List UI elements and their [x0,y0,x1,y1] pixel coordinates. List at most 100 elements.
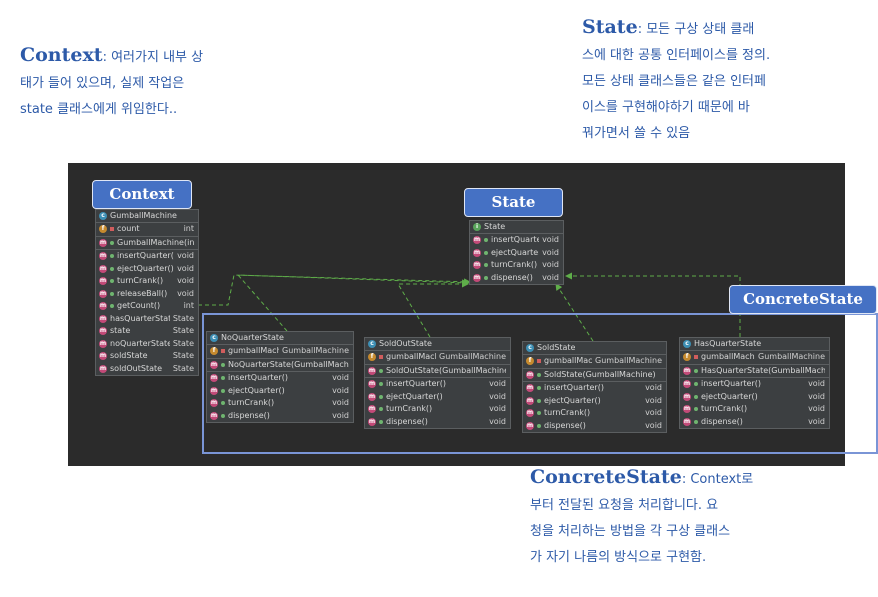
public-icon [484,275,488,280]
private-icon [694,355,698,360]
public-icon [484,238,488,243]
method-icon: m [368,417,376,426]
method-icon: m [683,380,691,389]
class-icon: c [683,340,691,348]
public-icon [110,254,114,259]
public-icon [221,401,225,406]
private-icon [379,355,383,360]
class-name: SoldState [537,343,576,352]
method-icon: m [473,273,481,282]
field-icon: f [99,225,107,234]
method-icon: m [683,366,691,375]
public-icon [694,382,698,387]
public-icon [537,398,541,403]
public-icon [221,413,225,418]
public-icon [110,304,114,309]
class-name: HasQuarterState [694,339,762,348]
method-icon: m [526,396,534,405]
method-icon: m [473,248,481,257]
public-icon [379,419,383,424]
public-icon [221,388,225,393]
class-icon: c [99,212,107,220]
gumball-state-dependency [198,274,471,306]
field-row: fgumballMachineGumballMachine [680,351,829,364]
public-icon [221,362,225,367]
field-row: fgumballMachineGumballMachine [365,351,510,364]
public-icon [379,394,383,399]
state-note-body: : 모든 구상 상태 클래 스에 대한 공통 인터페이스를 정의. 모든 상태 … [582,22,771,141]
state-note-title: State [582,16,638,38]
public-icon [484,250,488,255]
class-name: GumballMachine [110,211,177,220]
field-row: fgumballMachineGumballMachine [207,345,353,358]
class-name: SoldOutState [379,339,432,348]
method-icon: m [210,411,218,420]
field-icon: f [210,347,218,356]
method-icon: m [210,374,218,383]
public-icon [694,407,698,412]
method-icon: m [99,339,107,348]
method-icon: m [99,314,107,323]
method-icon: m [368,392,376,401]
private-icon [110,227,114,232]
method-icon: m [99,352,107,361]
method-icon: m [99,327,107,336]
method-icon: m [210,386,218,395]
class-icon: c [526,344,534,352]
public-icon [110,240,114,245]
method-icon: m [473,236,481,245]
method-icon: m [99,302,107,311]
public-icon [379,382,383,387]
method-icon: m [99,289,107,298]
method-icon: m [526,370,534,379]
class-name: State [484,222,506,231]
private-icon [537,359,541,364]
method-icon: m [368,405,376,414]
state-tag: State [464,188,563,217]
field-icon: f [368,353,376,362]
interface-icon: i [473,223,481,231]
method-icon: m [99,238,107,247]
concrete-note-body: : Context로 부터 전달된 요청을 처리합니다. 요 청을 처리하는 방… [530,472,754,565]
method-icon: m [368,380,376,389]
method-icon: m [99,252,107,261]
context-tag: Context [92,180,192,209]
class-icon: c [368,340,376,348]
context-note: Context: 여러가지 내부 상 태가 들어 있으며, 실제 작업은 sta… [20,42,260,123]
